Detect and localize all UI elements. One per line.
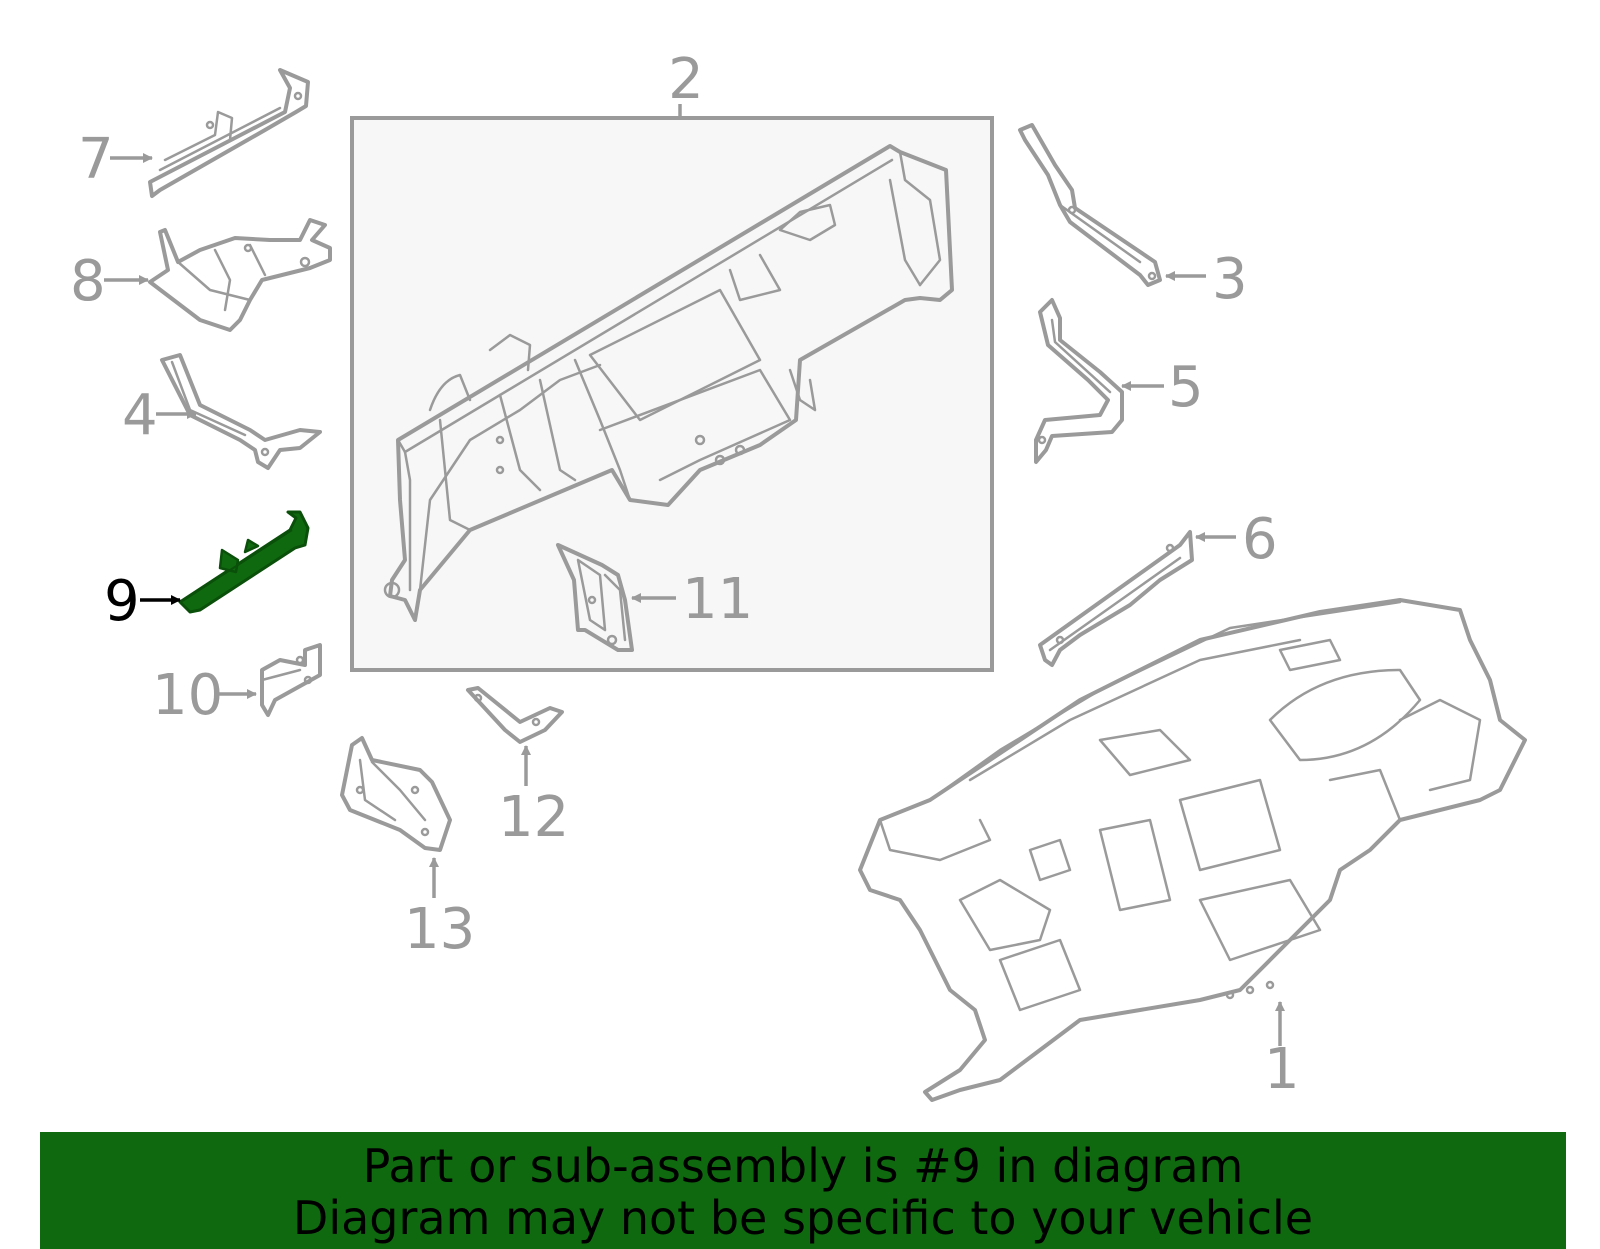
part-4-brace	[160, 353, 322, 470]
part-6-bracket	[1038, 530, 1194, 667]
callout-11: 11	[682, 567, 753, 632]
callout-4: 4	[122, 383, 158, 448]
callout-13: 13	[404, 897, 475, 962]
part-9-support-highlighted[interactable]	[178, 510, 310, 614]
banner-line-2: Diagram may not be specific to your vehi…	[292, 1191, 1314, 1245]
part-10-bracket	[260, 643, 322, 717]
part-7-bracket	[148, 68, 310, 198]
callout-3: 3	[1212, 247, 1248, 312]
info-banner: Part or sub-assembly is #9 in diagram Di…	[40, 1132, 1566, 1249]
banner-line-1: Part or sub-assembly is #9 in diagram	[362, 1139, 1244, 1193]
callout-5: 5	[1168, 355, 1204, 420]
callout-9: 9	[104, 569, 140, 634]
callout-2: 2	[668, 47, 704, 112]
part-3-brace	[1018, 123, 1162, 287]
subassembly-box	[350, 116, 994, 672]
callout-1: 1	[1264, 1037, 1300, 1102]
part-12-bracket	[466, 686, 564, 744]
part-13-heat-shield	[340, 736, 452, 852]
part-5-brace	[1034, 298, 1124, 464]
callout-7: 7	[78, 127, 114, 192]
callout-10: 10	[152, 663, 223, 728]
callout-6: 6	[1242, 507, 1278, 572]
part-8-bracket	[148, 218, 332, 332]
part-2-cowl-panel	[383, 144, 954, 622]
part-11-bracket	[556, 543, 634, 652]
callout-8: 8	[70, 249, 106, 314]
part-1-instrument-panel	[858, 598, 1527, 1102]
callout-12: 12	[498, 785, 569, 850]
